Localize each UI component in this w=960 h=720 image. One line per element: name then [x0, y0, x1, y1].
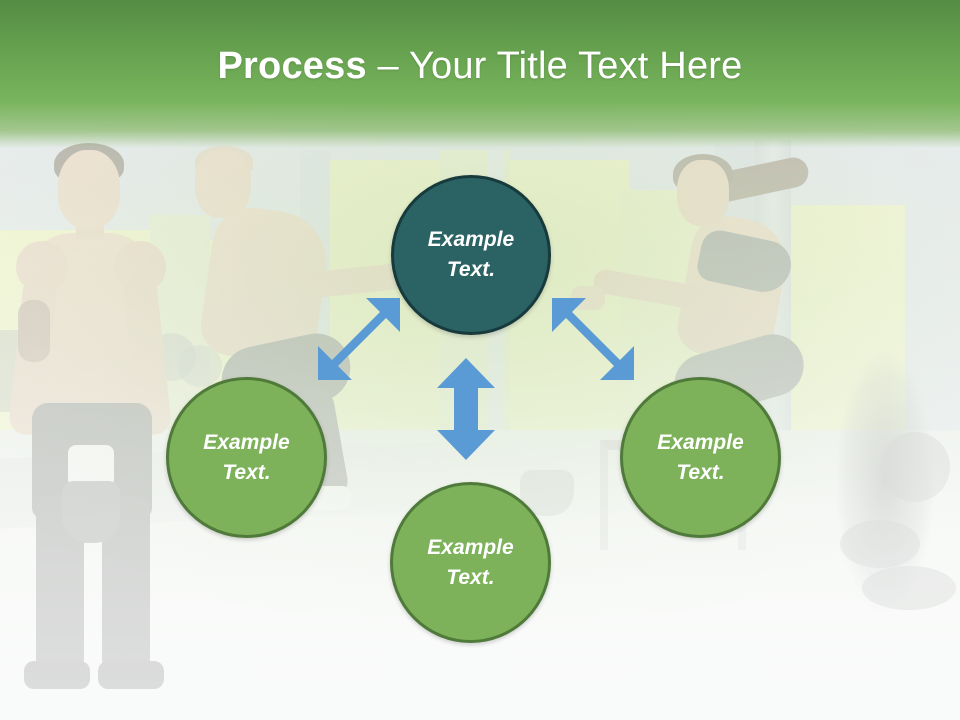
arrow-center-to-right	[550, 296, 636, 382]
process-node-right[interactable]: Example Text.	[620, 377, 781, 538]
page-title-strong: Process	[217, 45, 367, 87]
node-text-line2: Text.	[446, 565, 495, 589]
node-text-line2: Text.	[446, 258, 496, 281]
page-title-light: – Your Title Text Here	[366, 45, 743, 87]
arrow-center-to-left	[316, 296, 402, 382]
node-text-line1: Example	[657, 430, 744, 454]
node-text-line1: Example	[427, 535, 514, 559]
process-node-left[interactable]: Example Text.	[166, 377, 327, 538]
node-text-line2: Text.	[676, 460, 725, 484]
arrow-center-to-bottom	[437, 358, 495, 460]
node-text-line1: Example	[203, 430, 290, 454]
node-text-line2: Text.	[222, 460, 271, 484]
page-title: Process – Your Title Text Here	[0, 44, 960, 88]
process-node-center[interactable]: Example Text.	[391, 175, 551, 335]
process-node-bottom[interactable]: Example Text.	[390, 482, 551, 643]
slide-header: Process – Your Title Text Here	[0, 0, 960, 148]
node-text-line1: Example	[427, 228, 515, 251]
